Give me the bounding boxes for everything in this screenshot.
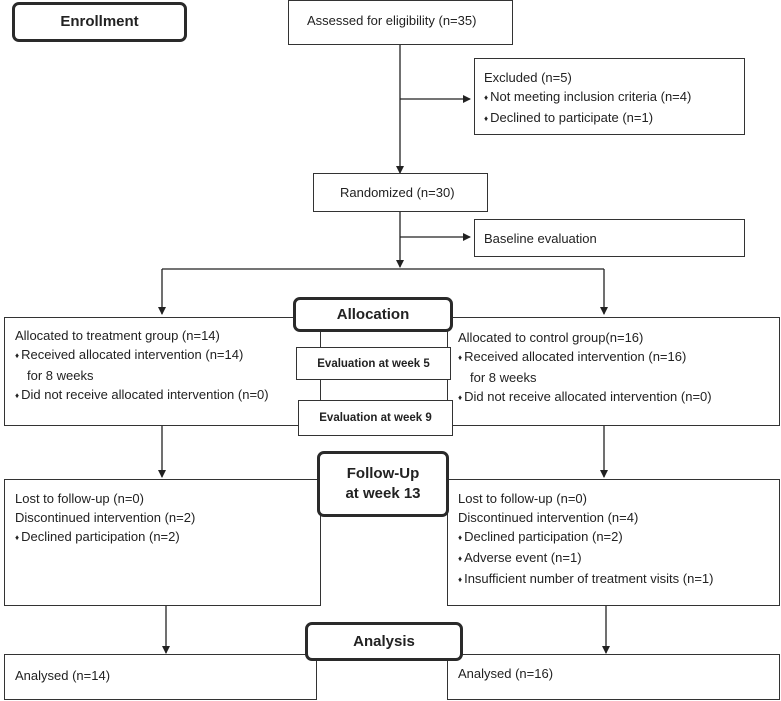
control-analysed: Analysed (n=16) (458, 666, 554, 681)
stage-enrollment-label: Enrollment (60, 13, 139, 30)
control-allocated: Allocated to control group(n=16) (458, 330, 644, 345)
control-reason: Insufficient number of treatment visits … (458, 569, 770, 590)
control-received: Received allocated intervention (n=16) (458, 347, 770, 368)
evaluation-week-5: Evaluation at week 5 (296, 347, 451, 380)
stage-enrollment: Enrollment (12, 2, 187, 42)
assessed-text: Assessed for eligibility (n=35) (307, 13, 477, 28)
excluded-title: Excluded (n=5) (484, 70, 572, 85)
treatment-followup-box: Lost to follow-up (n=0) Discontinued int… (4, 479, 321, 606)
stage-followup: Follow-Up at week 13 (317, 451, 449, 517)
control-analysis-box: Analysed (n=16) (447, 654, 780, 700)
excluded-item: Not meeting inclusion criteria (n=4) (484, 87, 735, 108)
evaluation-week-5-label: Evaluation at week 5 (317, 357, 430, 370)
stage-followup-label-line2: at week 13 (345, 485, 421, 502)
excluded-item: Declined to participate (n=1) (484, 108, 735, 129)
control-reason: Declined participation (n=2) (458, 527, 770, 548)
treatment-allocation-box: Allocated to treatment group (n=14) Rece… (4, 317, 321, 426)
treatment-discontinued: Discontinued intervention (n=2) (15, 510, 196, 525)
control-not-received: Did not receive allocated intervention (… (458, 387, 770, 408)
treatment-lost: Lost to follow-up (n=0) (15, 491, 144, 506)
treatment-analysis-box: Analysed (n=14) (4, 654, 317, 700)
treatment-allocated: Allocated to treatment group (n=14) (15, 328, 220, 343)
randomized-box: Randomized (n=30) (313, 173, 488, 212)
excluded-box: Excluded (n=5) Not meeting inclusion cri… (474, 58, 745, 135)
evaluation-week-9: Evaluation at week 9 (298, 400, 453, 436)
stage-followup-label-line1: Follow-Up (346, 465, 420, 482)
treatment-received: Received allocated intervention (n=14) (15, 345, 311, 366)
stage-allocation: Allocation (293, 297, 453, 332)
assessed-box: Assessed for eligibility (n=35) (288, 0, 513, 45)
treatment-not-received: Did not receive allocated intervention (… (15, 385, 311, 406)
stage-analysis-label: Analysis (353, 632, 415, 650)
treatment-analysed: Analysed (n=14) (15, 668, 111, 683)
treatment-reason: Declined participation (n=2) (15, 527, 311, 548)
control-followup-box: Lost to follow-up (n=0) Discontinued int… (447, 479, 780, 606)
stage-allocation-label: Allocation (336, 305, 410, 323)
randomized-text: Randomized (n=30) (340, 185, 455, 200)
stage-analysis: Analysis (305, 622, 463, 661)
treatment-received-duration: for 8 weeks (27, 368, 94, 383)
baseline-box: Baseline evaluation (474, 219, 745, 257)
control-reason: Adverse event (n=1) (458, 548, 770, 569)
control-discontinued: Discontinued intervention (n=4) (458, 510, 639, 525)
evaluation-week-9-label: Evaluation at week 9 (319, 412, 432, 424)
baseline-text: Baseline evaluation (484, 231, 597, 246)
control-received-duration: for 8 weeks (470, 370, 537, 385)
control-allocation-box: Allocated to control group(n=16) Receive… (447, 317, 780, 426)
control-lost: Lost to follow-up (n=0) (458, 491, 587, 506)
